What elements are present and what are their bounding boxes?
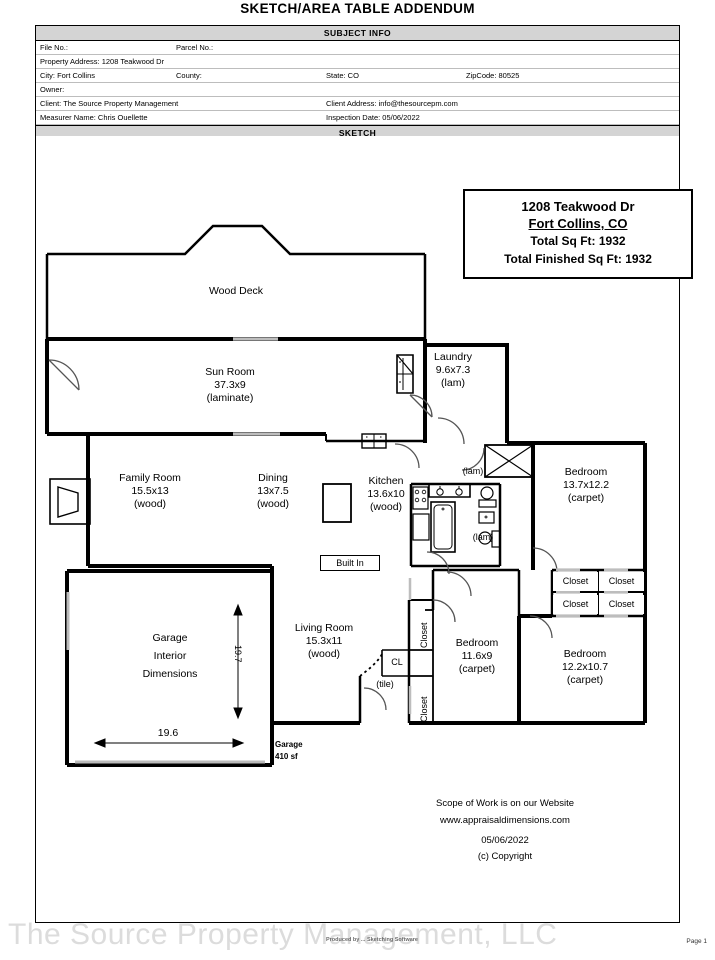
info-city: City: Fort Collins: [40, 71, 96, 80]
room-dims-family-room: 15.5x13: [131, 485, 169, 497]
page-title: SKETCH/AREA TABLE ADDENDUM: [240, 1, 475, 16]
info-state: State: CO: [326, 71, 359, 80]
bath-material-label: (lam): [472, 532, 494, 542]
info-row-address: Property Address: 1208 Teakwood Dr: [36, 55, 679, 69]
note-website: www.appraisaldimensions.com: [440, 815, 570, 826]
garage-dimension-height: 19.7: [233, 645, 243, 663]
room-material-family-room: (wood): [133, 498, 167, 510]
info-row-measurer: Measurer Name: Chris Ouellette Inspectio…: [36, 111, 679, 125]
info-client: Client: The Source Property Management: [40, 99, 179, 108]
info-owner: Owner:: [40, 85, 65, 94]
address-street: 1208 Teakwood Dr: [521, 199, 635, 214]
note-scope-of-work: Scope of Work is on our Website: [436, 798, 574, 809]
room-label-dining: Dining: [258, 472, 288, 484]
address-summary-box: 1208 Teakwood Dr Fort Collins, CO Total …: [463, 189, 693, 279]
info-inspection-date: Inspection Date: 05/06/2022: [326, 113, 420, 122]
watermark-text: The Source Property Management, LLC: [8, 918, 558, 951]
room-dims-bedroom-3: 12.2x10.7: [561, 661, 609, 673]
garage-area-label: Garage: [275, 740, 303, 749]
room-dims-laundry: 9.6x7.3: [435, 364, 471, 376]
info-file-no: File No.:: [40, 43, 68, 52]
room-material-sun-room: (laminate): [206, 392, 254, 404]
room-label-sun-room: Sun Room: [205, 366, 255, 378]
garage-label-line3: Dimensions: [142, 668, 198, 680]
address-city-state: Fort Collins, CO: [528, 216, 628, 231]
subject-info-table: SUBJECT INFO File No.: Parcel No.: Prope…: [35, 25, 680, 141]
info-client-address: Client Address: info@thesourcepm.com: [326, 99, 458, 108]
closet-label-2: Closet: [599, 572, 644, 591]
room-dims-dining: 13x7.5: [257, 485, 289, 497]
room-label-bedroom-master: Bedroom: [564, 466, 608, 478]
room-material-dining: (wood): [256, 498, 290, 510]
room-label-kitchen: Kitchen: [368, 475, 404, 487]
info-property-address: Property Address: 1208 Teakwood Dr: [40, 57, 165, 66]
info-parcel-no: Parcel No.:: [176, 43, 214, 52]
closet-label-5: Closet: [419, 622, 429, 648]
garage-area-value: 410 sf: [275, 752, 298, 761]
room-material-living-room: (wood): [307, 648, 341, 660]
closet-label-cl: CL: [391, 657, 403, 667]
produced-by-text: Produced by ... Sketching Software: [326, 937, 418, 943]
room-material-bedroom-2: (carpet): [458, 663, 496, 675]
room-dims-bedroom-master: 13.7x12.2: [562, 479, 610, 491]
info-row-file: File No.: Parcel No.:: [36, 41, 679, 55]
closet-label-1: Closet: [553, 572, 598, 591]
room-material-kitchen: (wood): [369, 501, 403, 513]
info-row-owner: Owner:: [36, 83, 679, 97]
hall-material-label: (lam): [462, 466, 484, 476]
room-material-laundry: (lam): [441, 377, 465, 389]
info-county: County:: [176, 71, 202, 80]
room-label-family-room: Family Room: [119, 472, 181, 484]
page-number: Page 1: [686, 938, 707, 945]
room-dims-living-room: 15.3x11: [305, 635, 343, 647]
info-measurer-name: Measurer Name: Chris Ouellette: [40, 113, 148, 122]
note-date: 05/06/2022: [481, 835, 529, 846]
garage-label-line2: Interior: [153, 650, 187, 662]
subject-info-band: SUBJECT INFO: [36, 26, 679, 41]
room-material-bedroom-master: (carpet): [567, 492, 605, 504]
total-sq-ft: Total Sq Ft: 1932: [530, 234, 626, 248]
info-row-city: City: Fort Collins County: State: CO Zip…: [36, 69, 679, 83]
garage-label-line1: Garage: [152, 632, 188, 644]
closet-label-3: Closet: [553, 595, 598, 614]
info-zipcode: ZipCode: 80525: [466, 71, 520, 80]
room-dims-kitchen: 13.6x10: [367, 488, 405, 500]
room-label-laundry: Laundry: [434, 351, 472, 363]
room-dims-sun-room: 37.3x9: [214, 379, 246, 391]
entry-material-label: (tile): [376, 679, 394, 689]
total-finished-sq-ft: Total Finished Sq Ft: 1932: [504, 252, 652, 266]
built-in-label: Built In: [320, 555, 380, 571]
room-label-wood-deck: Wood Deck: [208, 285, 264, 297]
garage-dimension-width: 19.6: [157, 727, 179, 739]
closet-label-6: Closet: [419, 696, 429, 722]
note-copyright: (c) Copyright: [477, 851, 533, 862]
room-material-bedroom-3: (carpet): [566, 674, 604, 686]
room-label-bedroom-2: Bedroom: [455, 637, 499, 649]
room-dims-bedroom-2: 11.6x9: [461, 650, 493, 662]
room-label-living-room: Living Room: [294, 622, 354, 634]
room-label-bedroom-3: Bedroom: [563, 648, 607, 660]
info-row-client: Client: The Source Property Management C…: [36, 97, 679, 111]
closet-label-4: Closet: [599, 595, 644, 614]
